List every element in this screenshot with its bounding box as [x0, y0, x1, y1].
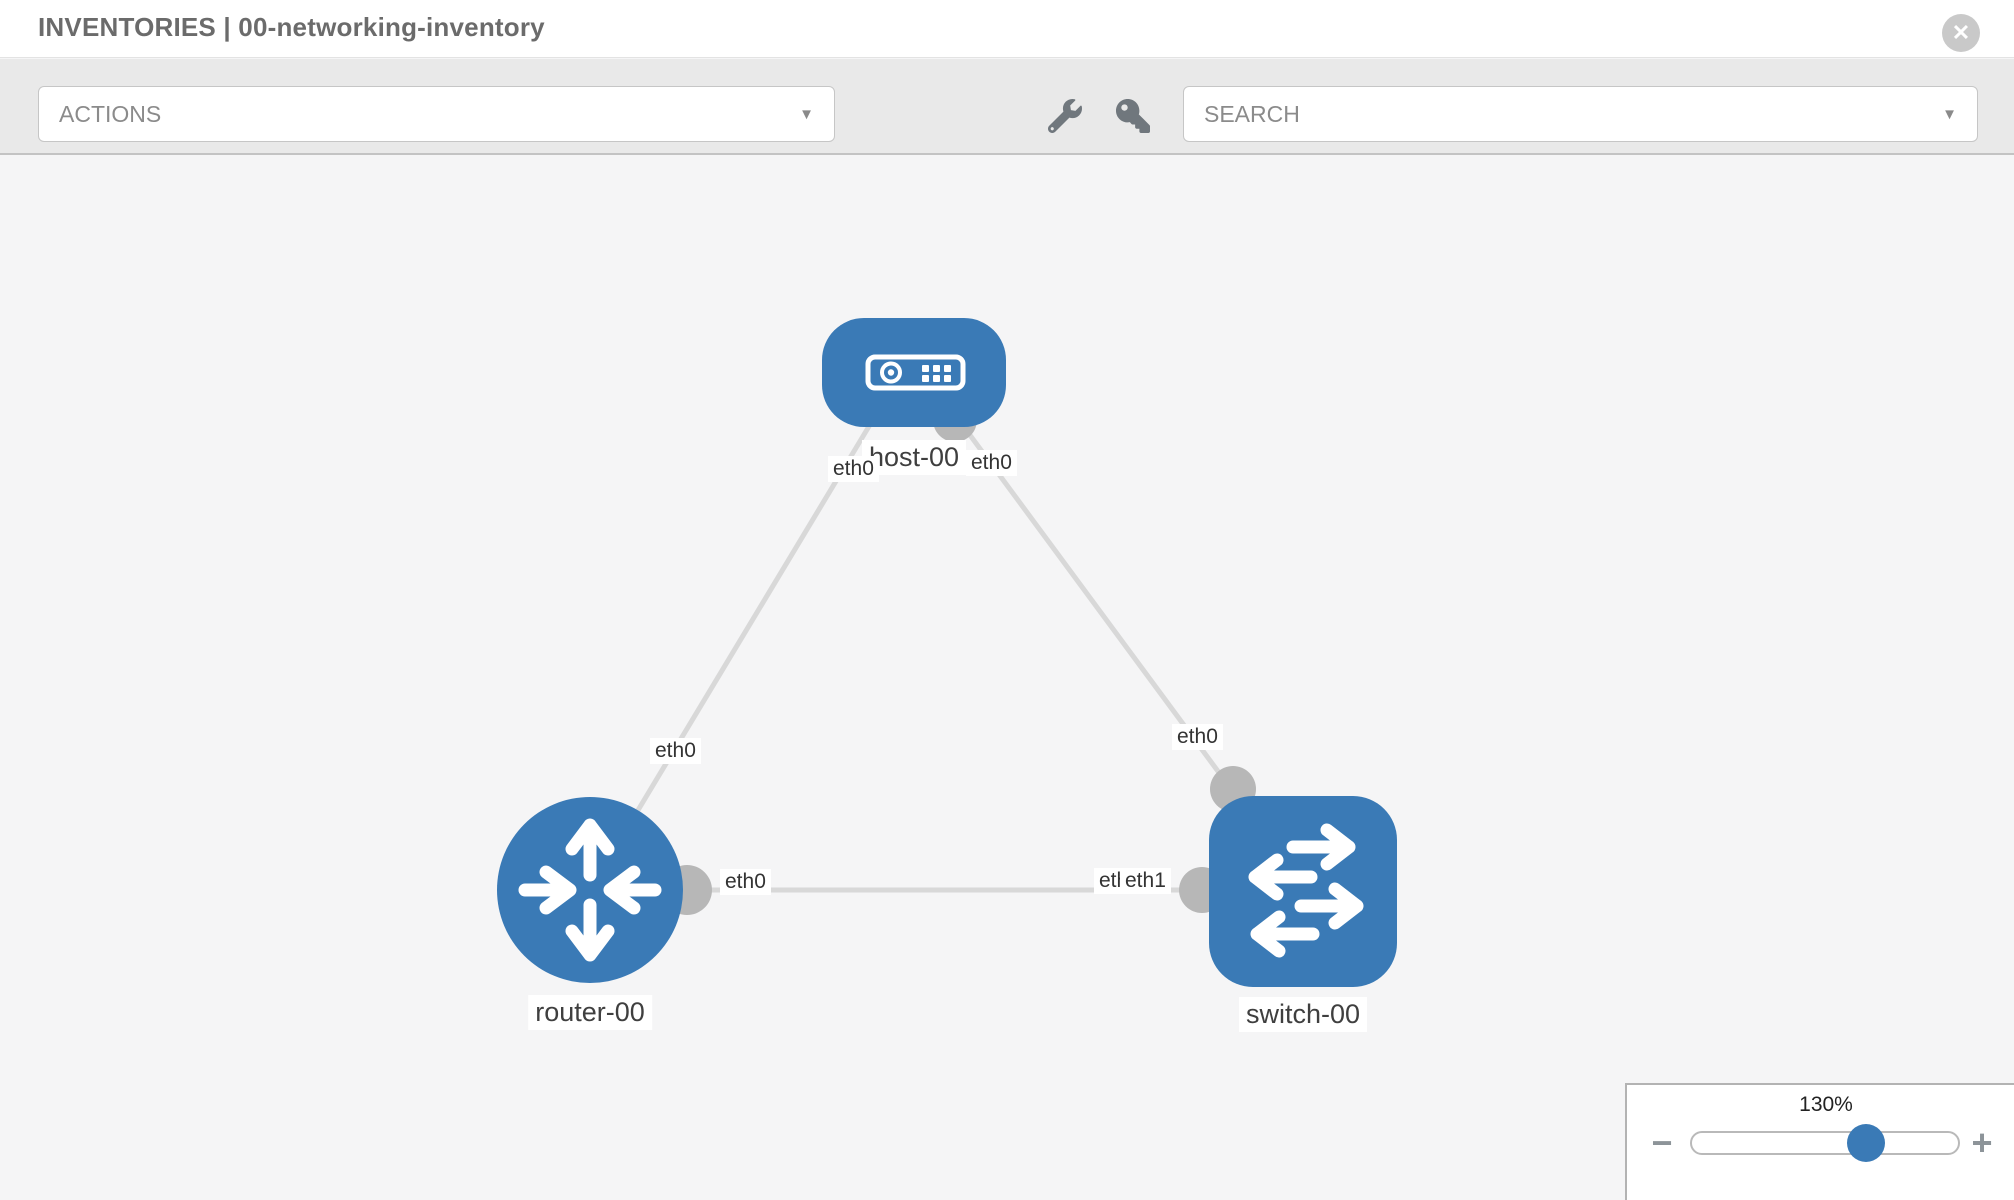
node-label-switch: switch-00 [1238, 997, 1368, 1032]
node-router-00[interactable] [497, 797, 683, 983]
chevron-down-icon: ▼ [799, 105, 814, 123]
switch-icon [1248, 823, 1364, 958]
zoom-out-button[interactable]: − [1651, 1122, 1673, 1163]
credentials-button[interactable] [1112, 95, 1154, 137]
search-dropdown-label: SEARCH [1204, 100, 1300, 127]
zoom-slider-thumb[interactable] [1847, 1124, 1885, 1162]
node-label-host: host-00 [861, 440, 967, 475]
configure-button[interactable] [1044, 95, 1086, 137]
page-title: INVENTORIES | 00-networking-inventory [38, 12, 545, 42]
actions-dropdown[interactable]: ACTIONS ▼ [38, 86, 835, 142]
key-icon [1116, 99, 1150, 133]
search-dropdown[interactable]: SEARCH ▼ [1183, 86, 1978, 142]
node-switch-00[interactable] [1209, 796, 1397, 987]
iface-label-switch-to-router: eth1 [1120, 868, 1171, 894]
close-button[interactable]: ✕ [1942, 14, 1980, 52]
toolbar: ACTIONS ▼ SEARCH ▼ [0, 59, 2014, 155]
header: INVENTORIES | 00-networking-inventory ✕ [0, 0, 2014, 58]
zoom-panel: 130% − + [1625, 1083, 2014, 1200]
iface-label-host-to-router: eth0 [828, 456, 879, 482]
wrench-icon [1048, 99, 1082, 133]
host-icon [865, 354, 966, 391]
chevron-down-icon: ▼ [1942, 105, 1957, 123]
node-host-00[interactable] [822, 318, 1006, 427]
node-label-router: router-00 [528, 995, 652, 1030]
iface-label-router-to-host: eth0 [650, 738, 701, 764]
zoom-slider-track[interactable] [1690, 1131, 1960, 1155]
router-icon [518, 818, 662, 962]
actions-dropdown-label: ACTIONS [59, 100, 162, 127]
iface-label-router-to-switch: eth0 [720, 869, 771, 895]
iface-label-switch-to-host: eth0 [1172, 724, 1223, 750]
iface-label-host-to-switch: eth0 [966, 450, 1017, 476]
zoom-level-readout: 130% [1799, 1093, 1853, 1116]
zoom-in-button[interactable]: + [1971, 1122, 1993, 1163]
